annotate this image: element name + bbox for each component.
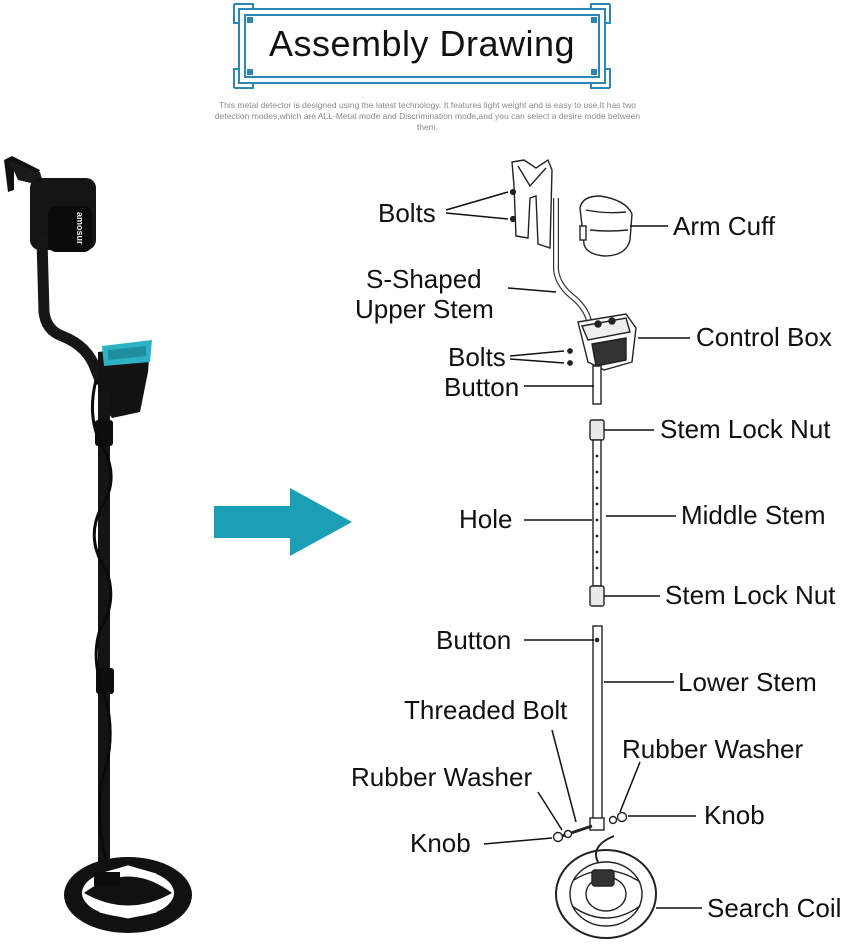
label-control-box: Control Box: [696, 322, 832, 352]
label-rubber-washer-right: Rubber Washer: [622, 734, 804, 764]
leader-lines: [445, 191, 702, 909]
label-knob-right: Knob: [704, 800, 765, 830]
label-button-lower: Button: [436, 625, 512, 655]
label-arm-cuff: Arm Cuff: [673, 211, 776, 241]
assembled-detector: amosur: [4, 156, 192, 933]
description-text: This metal detector is designed using th…: [214, 100, 641, 132]
label-middle-stem: Middle Stem: [681, 500, 826, 530]
label-hole: Hole: [459, 504, 513, 534]
page-title: Assembly Drawing: [268, 23, 576, 64]
label-rubber-washer-left: Rubber Washer: [351, 762, 533, 792]
label-bolts-mid: Bolts: [448, 342, 506, 372]
label-button-upper: Button: [444, 372, 520, 402]
label-s-shaped-line2: Upper Stem: [355, 294, 494, 324]
brand-logo: amosur: [75, 212, 85, 245]
title-frame: Assembly Drawing: [233, 3, 611, 89]
decorative-frame: [233, 3, 611, 89]
label-bolts-top: Bolts: [378, 198, 436, 228]
label-stem-lock-nut-top: Stem Lock Nut: [660, 414, 831, 444]
arrow-right-icon: [214, 488, 352, 556]
exploded-parts: [509, 158, 657, 939]
label-search-coil: Search Coil: [707, 893, 842, 923]
label-threaded-bolt: Threaded Bolt: [404, 695, 568, 725]
label-stem-lock-nut-bottom: Stem Lock Nut: [665, 580, 836, 610]
label-knob-left: Knob: [410, 828, 471, 858]
label-lower-stem: Lower Stem: [678, 667, 817, 697]
label-s-shaped-line1: S-Shaped: [366, 264, 482, 294]
